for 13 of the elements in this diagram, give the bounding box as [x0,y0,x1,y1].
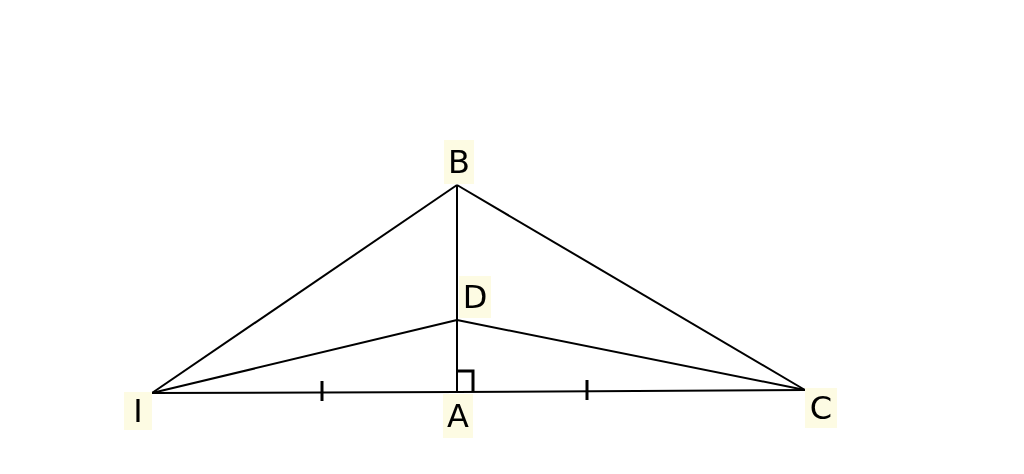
point-label: B [444,140,474,184]
line-segment [456,319,806,391]
line-segment [456,389,806,393]
line-segment [456,184,806,391]
line-segment [151,184,458,394]
line-segment [151,319,458,394]
line-segment [151,391,458,394]
point-label: A [443,394,473,438]
line-segment [456,319,458,393]
point-label: D [459,276,491,318]
point-label: C [805,388,837,428]
point-label: I [124,392,152,430]
line-segment [456,184,458,321]
